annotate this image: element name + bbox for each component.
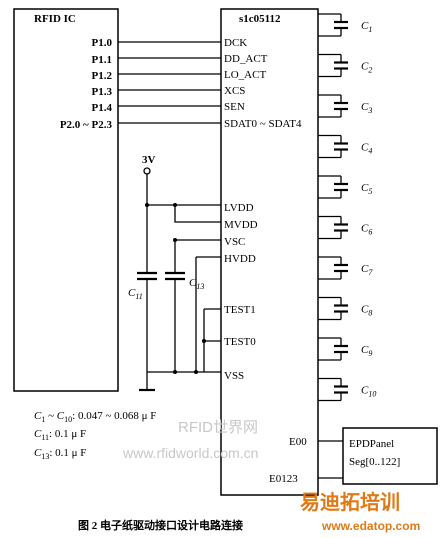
rfid-pin-p1-0: P1.0 [92, 37, 113, 49]
driver-pin-e0123: E0123 [269, 473, 298, 485]
driver-pin-vss: VSS [224, 370, 244, 382]
cap-label: C6 [361, 223, 372, 237]
watermark-url: www.rfidworld.com.cn [122, 445, 258, 461]
junction-dot [173, 203, 177, 207]
rfid-ic-block [13, 8, 119, 392]
junction-dot [145, 203, 149, 207]
epd-panel-name: EPDPanel [349, 438, 394, 450]
rfid-ic-title: RFID IC [34, 13, 76, 25]
cap-label: C8 [361, 304, 372, 318]
driver-pin-sdat: SDAT0 ~ SDAT4 [224, 118, 302, 130]
note-c11: C11: 0.1 μ F [34, 428, 86, 442]
cap-label: C5 [361, 182, 372, 196]
cap-label: C1 [361, 20, 372, 34]
driver-pin-vsc: VSC [224, 236, 245, 248]
driver-pin-test1: TEST1 [224, 304, 256, 316]
rfid-pin-p1-4: P1.4 [92, 102, 113, 114]
rfid-pin-p1-1: P1.1 [92, 54, 112, 66]
cap-label: C3 [361, 101, 372, 115]
cap-label: C7 [361, 263, 373, 277]
driver-ic-block [220, 8, 319, 496]
figure-caption: 图 2 电子纸驱动接口设计电路连接 [78, 518, 243, 532]
junction-dot [173, 238, 177, 242]
epd-panel-segments: Seg[0..122] [349, 456, 400, 468]
junction-dot [202, 339, 206, 343]
mvdd-wire [174, 205, 221, 223]
driver-pin-lvdd: LVDD [224, 202, 254, 214]
driver-pin-dd-act: DD_ACT [224, 53, 268, 65]
driver-pin-e00: E00 [289, 436, 307, 448]
driver-pin-sen: SEN [224, 101, 245, 113]
driver-pin-hvdd: HVDD [224, 253, 256, 265]
epd-panel-block [342, 427, 438, 485]
note-c13: C13: 0.1 μ F [34, 447, 86, 461]
driver-pin-test0: TEST0 [224, 336, 256, 348]
junction-dot [173, 370, 177, 374]
watermark-site: RFID世界网 [178, 419, 258, 436]
cap-label: C9 [361, 344, 372, 358]
driver-pin-xcs: XCS [224, 85, 245, 97]
rfid-pin-p2-bus: P2.0 ~ P2.3 [60, 119, 113, 131]
rfid-pin-p1-2: P1.2 [92, 70, 113, 82]
corner-logo-text: 易迪拓培训 [300, 490, 400, 514]
driver-pin-mvdd: MVDD [224, 219, 258, 231]
junction-dot [194, 370, 198, 374]
supply-terminal [143, 167, 151, 175]
c11-label: C11 [128, 287, 143, 301]
driver-ic-title: s1c05112 [239, 13, 281, 25]
driver-pin-lo-act: LO_ACT [224, 69, 266, 81]
note-c1-c10: C1 ~ C10: 0.047 ~ 0.068 μ F [34, 410, 156, 424]
driver-pin-dck: DCK [224, 37, 247, 49]
cap-label: C4 [361, 142, 372, 156]
corner-logo-url: www.edatop.com [321, 519, 420, 533]
c13-label: C13 [189, 277, 204, 291]
cap-label: C2 [361, 61, 372, 75]
supply-label: 3V [142, 154, 156, 166]
cap-label: C10 [361, 385, 376, 399]
rfid-pin-p1-3: P1.3 [92, 86, 113, 98]
